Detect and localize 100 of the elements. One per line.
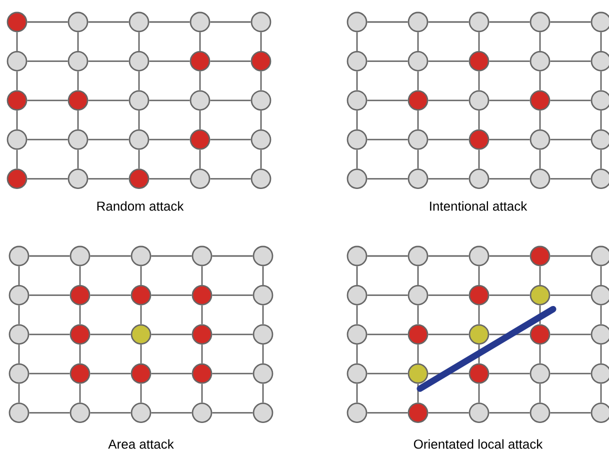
network-node (346, 363, 368, 384)
network-node (346, 129, 368, 150)
network-node (252, 285, 274, 306)
link-line (356, 150, 358, 169)
link-line (539, 110, 541, 130)
network-node (190, 51, 210, 72)
link-line (79, 384, 81, 403)
link-line (151, 412, 192, 414)
link-line (201, 344, 203, 364)
link-line (478, 32, 480, 51)
link-line (428, 60, 469, 62)
network-node (408, 285, 428, 306)
link-line (367, 60, 408, 62)
link-line (151, 372, 192, 374)
network-node (346, 285, 368, 306)
link-line (27, 60, 68, 62)
link-line (428, 255, 469, 257)
network-node (530, 402, 550, 423)
network-node (408, 12, 428, 32)
link-line (212, 255, 253, 257)
network-node (252, 363, 274, 384)
link-line (140, 344, 142, 364)
link-line (367, 100, 408, 102)
link-line (201, 305, 203, 324)
link-line (262, 305, 264, 324)
network-node (252, 246, 274, 266)
network-node (8, 363, 30, 384)
network-node (530, 51, 550, 72)
link-line (88, 60, 129, 62)
network-node (346, 168, 368, 189)
link-line (489, 255, 530, 257)
link-line (90, 412, 131, 414)
network-node (68, 168, 88, 189)
link-line (210, 100, 251, 102)
link-line (367, 21, 408, 23)
link-line (367, 412, 408, 414)
link-line (29, 255, 70, 257)
network-node (468, 51, 490, 72)
network-node (68, 90, 88, 111)
link-line (489, 372, 530, 374)
network-node (70, 363, 90, 384)
network-node (252, 324, 274, 345)
network-node (346, 12, 368, 32)
link-line (140, 384, 142, 403)
network-node (408, 402, 428, 423)
network-node (468, 246, 490, 266)
link-line (356, 305, 358, 324)
link-line (600, 32, 602, 51)
network-node (408, 168, 428, 189)
network-node (530, 129, 550, 150)
link-line (27, 138, 68, 140)
network-node (346, 324, 368, 345)
network-node (250, 90, 272, 111)
network-node (468, 402, 490, 423)
link-line (260, 110, 262, 130)
network-node (130, 324, 152, 345)
link-line (210, 138, 251, 140)
network-node (130, 363, 152, 384)
link-line (367, 372, 408, 374)
link-line (199, 32, 201, 51)
link-line (600, 71, 602, 90)
link-line (151, 294, 192, 296)
network-node (70, 324, 90, 345)
network-node (530, 246, 550, 266)
link-line (539, 384, 541, 403)
link-line (260, 150, 262, 169)
network-node (346, 246, 368, 266)
link-line (417, 266, 419, 285)
link-line (149, 138, 190, 140)
network-node (190, 168, 210, 189)
link-line (367, 255, 408, 257)
network-node (190, 129, 210, 150)
network-node (408, 246, 428, 266)
link-line (428, 412, 469, 414)
link-line (489, 60, 530, 62)
caption: Orientated local attack (414, 439, 543, 449)
link-line (79, 305, 81, 324)
link-line (77, 110, 79, 130)
network-node (590, 402, 609, 423)
link-line (262, 266, 264, 285)
link-line (88, 178, 129, 180)
network-node (250, 12, 272, 32)
network-node (70, 402, 90, 423)
caption: Random attack (97, 201, 184, 211)
link-line (428, 21, 469, 23)
link-line (77, 32, 79, 51)
link-line (550, 412, 591, 414)
network-node (346, 51, 368, 72)
link-line (539, 150, 541, 169)
network-node (468, 90, 490, 111)
link-line (27, 21, 68, 23)
network-node (590, 51, 609, 72)
network-node (590, 324, 609, 345)
link-line (18, 305, 20, 324)
link-line (550, 294, 591, 296)
link-line (550, 100, 591, 102)
link-line (18, 384, 20, 403)
link-line (149, 60, 190, 62)
link-line (539, 32, 541, 51)
network-node (70, 246, 90, 266)
